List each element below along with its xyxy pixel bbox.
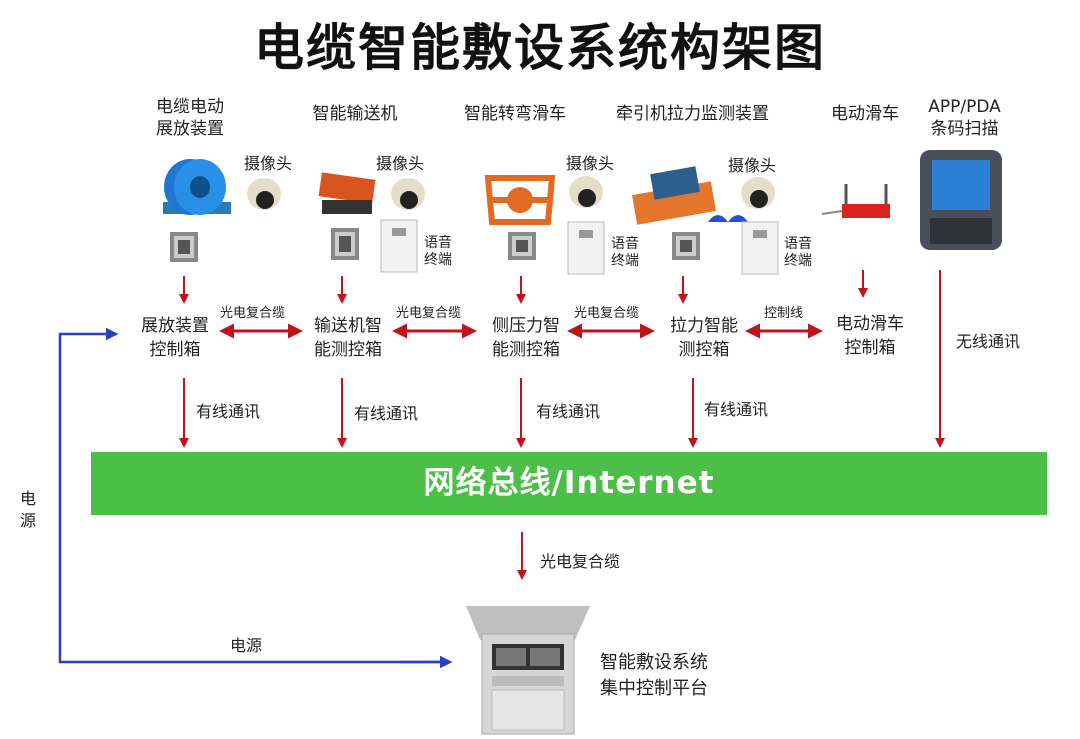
device-label-conveyor: 智能输送机 [312, 104, 398, 124]
voice-terminal-icon [741, 221, 779, 275]
link-label-4: 控制线 [764, 306, 804, 321]
qr-code-icon [672, 232, 700, 260]
voice-terminal-icon [380, 219, 418, 273]
camera-icon [569, 176, 603, 208]
device-label-reel: 电缆电动 展放装置 [156, 97, 224, 139]
voice-terminal-label-1: 语音终端 [424, 235, 452, 268]
camera-label-2: 摄像头 [376, 154, 425, 173]
controller-conveyor-box: 输送机智能测控箱 [314, 316, 382, 360]
camera-icon [741, 177, 775, 209]
control-platform-label: 智能敷设系统 集中控制平台 [600, 652, 708, 699]
diagram-title: 电缆智能敷设系统构架图 [254, 19, 826, 77]
power-label-vertical: 电 源 [20, 489, 37, 530]
turning-pulley-icon [484, 175, 556, 225]
pda-icon [920, 150, 1002, 250]
camera-label-1: 摄像头 [244, 154, 293, 173]
controller-side-pressure-box: 侧压力智能测控箱 [492, 316, 560, 360]
controller-electric-pulley-box: 电动滑车控制箱 [836, 314, 904, 358]
wireless-comm-label: 无线通讯 [956, 332, 1021, 351]
device-label-traction-monitor: 牵引机拉力监测装置 [616, 104, 769, 124]
camera-icon [247, 178, 281, 210]
electric-pulley-icon [821, 184, 890, 218]
controller-reel-box: 展放装置控制箱 [141, 316, 209, 360]
controller-tension-box: 拉力智能测控箱 [670, 316, 738, 360]
cable-reel-icon [163, 159, 231, 215]
voice-terminal-label-2: 语音终端 [611, 236, 639, 269]
qr-code-icon [170, 232, 198, 262]
qr-code-icon [508, 232, 536, 260]
camera-icon [391, 178, 425, 210]
wired-comm-label-3: 有线通讯 [536, 402, 601, 421]
device-label-turning-pulley: 智能转弯滑车 [464, 104, 566, 124]
qr-code-icon [331, 228, 359, 260]
camera-label-4: 摄像头 [728, 156, 777, 175]
camera-label-3: 摄像头 [566, 154, 615, 173]
platform-link-label: 光电复合缆 [540, 552, 621, 571]
link-label-1: 光电复合缆 [220, 306, 286, 321]
control-platform-cabinet-icon [466, 606, 590, 735]
power-label: 电源 [230, 636, 263, 655]
wired-comm-label-1: 有线通讯 [196, 402, 261, 421]
conveyor-icon [318, 172, 376, 214]
voice-terminal-label-3: 语音终端 [784, 236, 812, 269]
device-label-pda: APP/PDA 条码扫描 [928, 97, 1001, 139]
link-label-3: 光电复合缆 [574, 306, 640, 321]
traction-monitor-icon [632, 166, 748, 225]
wired-comm-label-4: 有线通讯 [704, 400, 769, 419]
network-bus-bar: 网络总线/Internet [91, 452, 1047, 515]
link-label-2: 光电复合缆 [396, 306, 462, 321]
voice-terminal-icon [567, 221, 605, 275]
wired-comm-label-2: 有线通讯 [354, 404, 419, 423]
device-label-electric-pulley: 电动滑车 [831, 104, 899, 124]
